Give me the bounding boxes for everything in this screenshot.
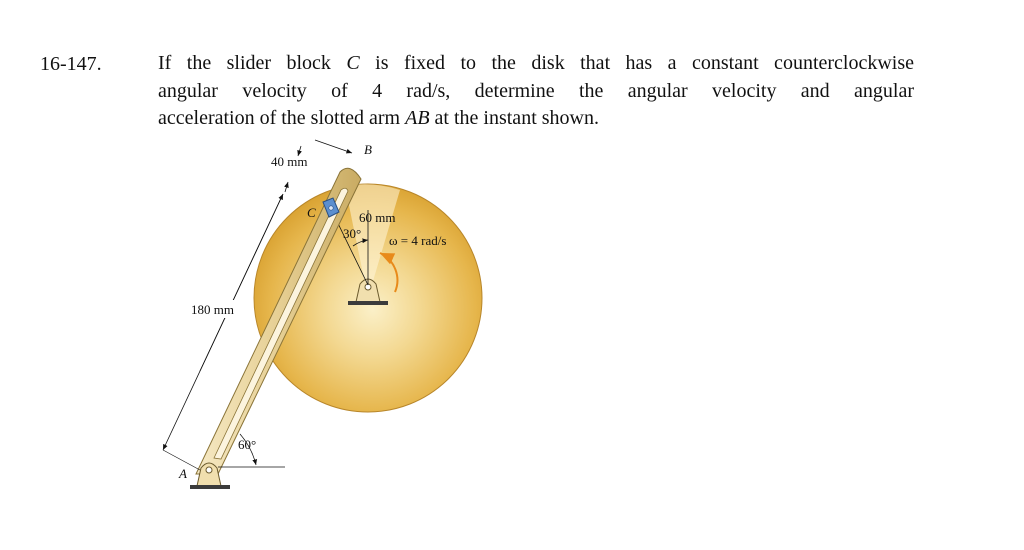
dim-180-label-bg	[188, 300, 252, 318]
omega-arrow	[379, 252, 399, 293]
dim-60-label: 60 mm	[359, 210, 395, 225]
disk-highlight	[345, 184, 400, 298]
dim-40-label: 40 mm	[271, 154, 307, 169]
label-b: B	[364, 142, 372, 157]
text-segment: is fixed to the disk that has a constant…	[359, 52, 915, 74]
dim-40-arrow-bottom	[284, 181, 289, 193]
problem-number: 16-147.	[40, 53, 102, 75]
angle-30-arc	[352, 238, 369, 247]
label-a: A	[178, 466, 187, 481]
disk-pin-support	[348, 278, 388, 305]
var-c: C	[346, 52, 360, 74]
dim-180-label: 180 mm	[191, 302, 234, 317]
text-segment: acceleration of the slotted arm	[158, 107, 406, 129]
angle-60-label: 60°	[238, 437, 256, 452]
angle-30-label: 30°	[343, 226, 361, 241]
problem-statement: If the slider block C is fixed to the di…	[158, 50, 914, 133]
var-ab: AB	[405, 107, 430, 129]
slider-block-c	[322, 197, 340, 218]
slotted-arm-ab	[195, 167, 362, 475]
label-c: C	[307, 205, 316, 220]
statement-line-3: acceleration of the slotted arm AB at th…	[158, 105, 914, 133]
omega-label: ω = 4 rad/s	[389, 233, 446, 248]
dim-180-ext-bottom	[162, 449, 201, 471]
statement-line-2: angular velocity of 4 rad/s, determine t…	[158, 79, 914, 102]
pin-a-support	[190, 462, 230, 489]
dim-180-line-top	[199, 193, 284, 372]
arrow-to-b	[314, 139, 353, 154]
text-segment: If the slider block	[158, 52, 347, 74]
dim-40-arrow-top	[297, 145, 302, 157]
text-segment: at the instant shown.	[429, 107, 599, 129]
angle-60-arc	[239, 433, 258, 466]
statement-line-1: If the slider block C is fixed to the di…	[158, 50, 914, 78]
